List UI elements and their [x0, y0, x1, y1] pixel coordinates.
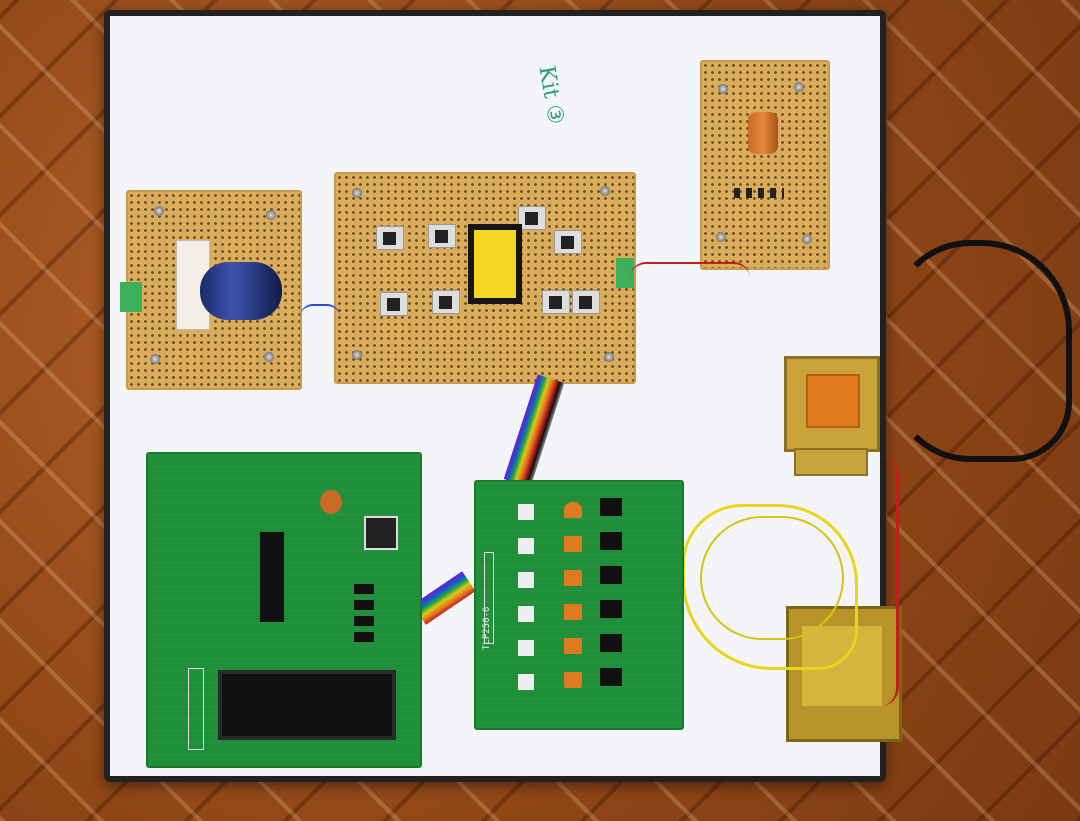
ribbon-cable-top [503, 374, 565, 488]
output-terminal [616, 258, 634, 288]
perfboard-inverter-stage [334, 172, 636, 384]
gate-driver-pcb: TLP250-6 [474, 480, 684, 730]
microcontroller-chip [260, 532, 284, 622]
lcd-display [218, 670, 396, 740]
white-mounting-board: Kit ③ [104, 10, 1072, 782]
screw-terminal [120, 282, 142, 312]
microcontroller-pcb [146, 452, 422, 768]
ferrite-hf-transformer [468, 224, 522, 304]
black-power-cable [890, 240, 1072, 462]
perfboard-input-filter [120, 190, 302, 390]
small-mains-transformer [776, 338, 880, 476]
electrolytic-capacitor [200, 262, 282, 320]
small-capacitor [748, 112, 778, 154]
perfboard-regulator [700, 60, 830, 270]
handwritten-kit-label: Kit ③ [533, 64, 569, 127]
